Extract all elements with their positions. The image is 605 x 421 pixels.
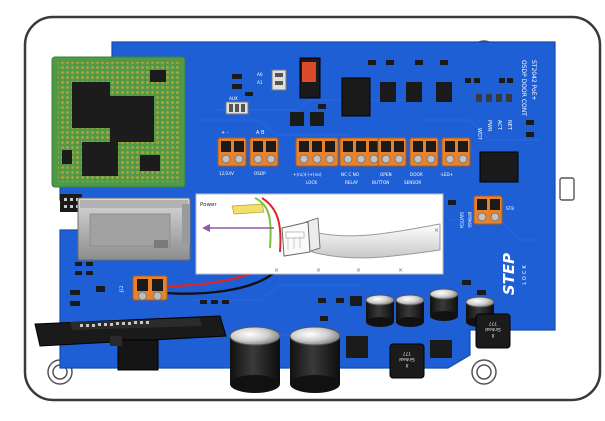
- svg-text:X: X: [405, 363, 408, 368]
- board-title-line-2: OSDP DOOR CONT: [520, 60, 527, 116]
- label-button: BUTTON: [372, 180, 389, 185]
- label-door: DOOR: [410, 172, 423, 177]
- module-chip-soc: [110, 96, 154, 142]
- svg-text:Sinheal: Sinheal: [399, 357, 414, 362]
- capacitor-medium-2: [395, 294, 425, 327]
- mounting-hole-bottom-right: [471, 359, 497, 385]
- label-st8: ST8: [506, 206, 514, 211]
- svg-text:×: ×: [274, 267, 279, 274]
- label-a1: A1: [257, 80, 263, 85]
- capacitor-medium-3: [429, 288, 459, 321]
- svg-text:Sinheal: Sinheal: [485, 327, 500, 332]
- svg-text:777: 777: [403, 351, 411, 356]
- svg-text:×: ×: [316, 267, 321, 274]
- label-osdp: OSDP: [254, 171, 266, 176]
- enclosure-latch: [559, 177, 575, 201]
- module-chip-memory: [82, 142, 118, 176]
- power-label: Power: [200, 202, 217, 208]
- label-a0: A0: [257, 72, 263, 77]
- brand-sub: LOCK: [522, 263, 528, 284]
- indicator-act: ACT: [496, 120, 502, 131]
- ethernet-port: [77, 197, 191, 261]
- indicator-wdt: WDT: [476, 128, 482, 141]
- brand-logo: STEP: [500, 253, 518, 295]
- terminal-block-bypass: [473, 195, 503, 225]
- relay: [299, 57, 371, 117]
- indicator-net: NET: [506, 120, 512, 131]
- label-bypass: BYPASS: [467, 212, 472, 228]
- inductor-1: X Sinheal 777: [389, 343, 425, 379]
- label-lock-pins: +(nc)(-)+(no): [293, 172, 322, 177]
- aux-header: [225, 101, 249, 115]
- arrow-left-icon: [202, 224, 274, 232]
- terminal-block-lock: [295, 137, 339, 167]
- svg-text:×: ×: [398, 267, 403, 274]
- terminal-block-relay: [339, 137, 383, 167]
- callout-panel: Power × × × × ×: [195, 193, 444, 275]
- ethernet-cable-icon: [281, 217, 441, 259]
- addr-header: [271, 69, 287, 91]
- board-title-line-1: ST2042 PoE+: [530, 60, 537, 101]
- terminal-block-button: [377, 137, 407, 167]
- label-sensor: SENSOR: [404, 180, 421, 185]
- label-aux: AUX: [229, 96, 238, 101]
- label-relay-pins: NC C NO: [341, 172, 360, 177]
- svg-text:777: 777: [489, 321, 497, 326]
- label-switch: SWITCH: [459, 212, 464, 228]
- pin-header: [60, 194, 82, 212]
- label-open: OPEN: [380, 172, 392, 177]
- capacitor-large-2: [289, 326, 341, 393]
- terminal-block-osdp: [249, 137, 279, 167]
- label-lock: LOCK: [306, 180, 317, 185]
- label-relay: RELAY: [345, 180, 359, 185]
- connector-j12: J12: [119, 275, 168, 301]
- leds: [476, 94, 512, 102]
- capacitor-large-1: [229, 326, 281, 393]
- ic-bottom: [346, 296, 452, 358]
- label-led: -LED+: [440, 172, 454, 177]
- indicator-pwr: PWR: [486, 120, 492, 132]
- j12-label: J12: [119, 285, 124, 293]
- inductor-2: X Sinheal 777: [475, 313, 511, 349]
- module-chip-main: [72, 82, 110, 128]
- svg-text:×: ×: [356, 267, 361, 274]
- terminal-block-door-sensor: [409, 137, 439, 167]
- connector-right: [479, 151, 519, 183]
- terminal-block-led: [441, 137, 471, 167]
- terminal-block-power: [217, 137, 247, 167]
- daughter-board: [34, 315, 227, 371]
- svg-text:×: ×: [434, 227, 439, 234]
- capacitor-medium-1: [365, 294, 395, 327]
- svg-text:X: X: [491, 333, 494, 338]
- compute-module: [51, 56, 186, 188]
- svg-text:+ -: + -: [221, 130, 229, 136]
- label-12-24v: 12/24V: [219, 171, 234, 176]
- label-ab: A B: [256, 130, 265, 136]
- transistors: [290, 82, 452, 126]
